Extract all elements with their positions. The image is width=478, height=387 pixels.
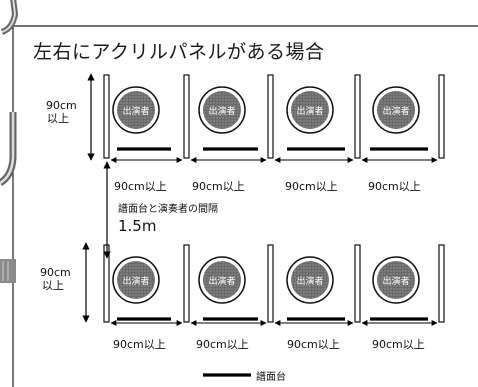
performer-label: 出演者 — [208, 275, 235, 287]
performer-label: 出演者 — [382, 105, 409, 117]
acrylic-panel — [354, 244, 361, 323]
acrylic-panel — [183, 74, 190, 159]
acrylic-panel — [103, 74, 110, 159]
row1-width-label-3: 90cm以上 — [285, 180, 338, 193]
row2-width-label-1: 90cm以上 — [113, 338, 166, 351]
acrylic-panel — [438, 244, 445, 323]
row2-width-label-2: 90cm以上 — [196, 338, 249, 351]
row2-width-label-3: 90cm以上 — [287, 338, 340, 351]
performer-seat — [117, 261, 155, 299]
performer-label: 出演者 — [296, 275, 323, 287]
performer-seat — [377, 91, 415, 129]
row-gap-label: 譜面台と演奏者の間隔 — [118, 204, 218, 215]
legend-label: 譜面台 — [256, 372, 286, 383]
performer-seat — [203, 91, 241, 129]
row2-height-label: 90cm 以上 — [40, 266, 71, 292]
performer-label: 出演者 — [382, 275, 409, 287]
acrylic-panel — [267, 244, 274, 323]
seating-row: 出演者 出演者 出演者 出演者 — [87, 73, 445, 163]
performer-seat — [117, 91, 155, 129]
performer-seat — [203, 261, 241, 299]
acrylic-panel — [267, 74, 274, 159]
performer-label: 出演者 — [122, 105, 149, 117]
diagram-title: 左右にアクリルパネルがある場合 — [33, 41, 325, 63]
row2-width-label-4: 90cm以上 — [372, 338, 425, 351]
performer-seat — [291, 261, 329, 299]
performer-seat — [291, 91, 329, 129]
acrylic-panel — [438, 74, 445, 159]
row1-width-label-1: 90cm以上 — [114, 180, 167, 193]
acrylic-panel — [183, 244, 190, 323]
acrylic-panel — [354, 74, 361, 159]
performer-seat — [377, 261, 415, 299]
seating-row: 出演者 出演者 出演者 出演者 — [82, 242, 445, 326]
binding-clip-middle-highlight — [0, 112, 15, 185]
row1-width-label-4: 90cm以上 — [368, 180, 421, 193]
row-gap-value: 1.5m — [118, 217, 157, 235]
seating-rows: 出演者出演者出演者出演者出演者出演者出演者出演者 — [82, 73, 445, 326]
performer-label: 出演者 — [122, 275, 149, 287]
performer-label: 出演者 — [296, 105, 323, 117]
performer-label: 出演者 — [208, 105, 235, 117]
row1-height-label: 90cm 以上 — [46, 99, 77, 125]
row1-width-label-2: 90cm以上 — [192, 180, 245, 193]
binding-clip-top-highlight — [1, 0, 17, 33]
